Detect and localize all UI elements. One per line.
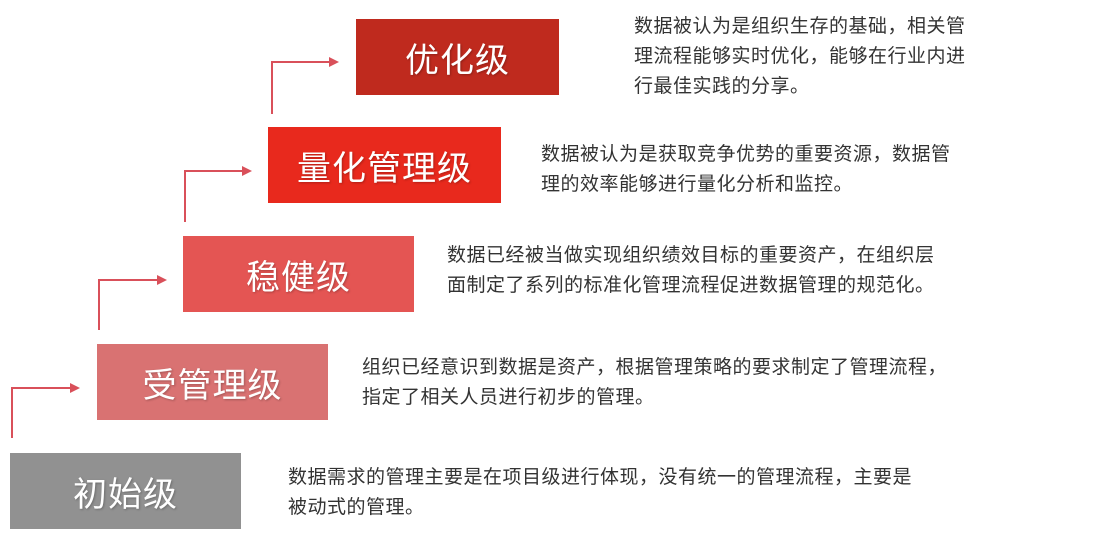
level-label-initial: 初始级 xyxy=(73,474,178,515)
level-box-robust: 稳健级 xyxy=(183,236,414,312)
arrow-robust-to-quantitative xyxy=(184,166,252,222)
arrow-quantitative-to-optimized xyxy=(271,57,339,114)
level-description-managed: 组织已经意识到数据是资产，根据管理策略的要求制定了管理流程， 指定了相关人员进行… xyxy=(362,352,947,412)
level-description-initial: 数据需求的管理主要是在项目级进行体现，没有统一的管理流程，主要是 被动式的管理。 xyxy=(288,462,912,522)
description-line: 数据被认为是组织生存的基础，相关管 xyxy=(634,15,966,37)
description-line: 理流程能够实时优化，能够在行业内进 xyxy=(634,45,966,67)
level-description-robust: 数据已经被当做实现组织绩效目标的重要资产，在组织层 面制定了系列的标准化管理流程… xyxy=(447,240,935,300)
description-line: 被动式的管理。 xyxy=(288,496,425,518)
level-label-managed: 受管理级 xyxy=(142,365,283,406)
description-line: 数据需求的管理主要是在项目级进行体现，没有统一的管理流程，主要是 xyxy=(288,466,913,488)
level-box-quantitative: 量化管理级 xyxy=(268,127,501,203)
description-line: 组织已经意识到数据是资产，根据管理策略的要求制定了管理流程， xyxy=(362,356,948,378)
description-line: 行最佳实践的分享。 xyxy=(634,75,810,97)
arrow-initial-to-managed xyxy=(11,383,80,438)
description-line: 数据被认为是获取竞争优势的重要资源，数据管 xyxy=(541,143,951,165)
level-label-optimized: 优化级 xyxy=(405,40,510,81)
level-box-optimized: 优化级 xyxy=(356,19,559,95)
level-label-robust: 稳健级 xyxy=(246,257,351,298)
level-label-quantitative: 量化管理级 xyxy=(297,148,472,189)
arrow-managed-to-robust xyxy=(98,275,167,330)
level-box-initial: 初始级 xyxy=(10,453,241,529)
level-box-managed: 受管理级 xyxy=(97,344,328,420)
level-description-optimized: 数据被认为是组织生存的基础，相关管 理流程能够实时优化，能够在行业内进 行最佳实… xyxy=(634,11,966,101)
description-line: 指定了相关人员进行初步的管理。 xyxy=(362,386,655,408)
level-description-quantitative: 数据被认为是获取竞争优势的重要资源，数据管 理的效率能够进行量化分析和监控。 xyxy=(541,139,951,199)
description-line: 数据已经被当做实现组织绩效目标的重要资产，在组织层 xyxy=(447,244,935,266)
description-line: 理的效率能够进行量化分析和监控。 xyxy=(541,173,854,195)
description-line: 面制定了系列的标准化管理流程促进数据管理的规范化。 xyxy=(447,274,935,296)
